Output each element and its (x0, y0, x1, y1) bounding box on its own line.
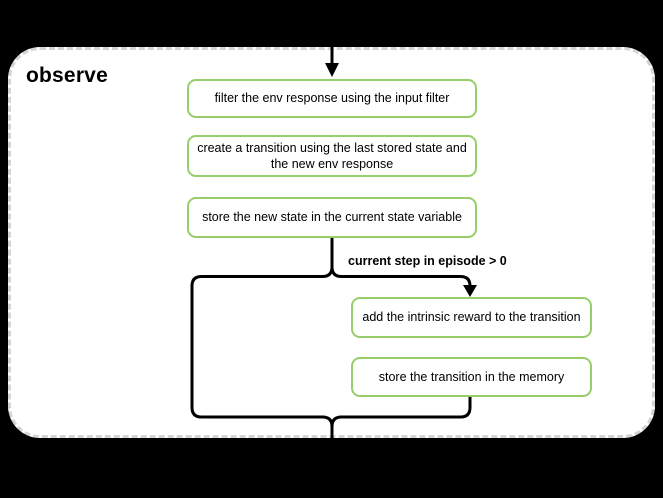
node-label: add the intrinsic reward to the transiti… (362, 310, 581, 325)
group-title: observe (26, 64, 108, 87)
node-label: store the transition in the memory (378, 369, 565, 384)
branch-condition-label: current step in episode > 0 (348, 254, 507, 268)
node-store-new-state: store the new state in the current state… (187, 197, 477, 238)
node-filter-env-response: filter the env response using the input … (187, 79, 477, 118)
node-add-intrinsic-reward: add the intrinsic reward to the transiti… (351, 297, 592, 338)
node-label: filter the env response using the input … (214, 91, 450, 106)
node-label: store the new state in the current state… (202, 210, 462, 225)
node-label: create a transition using the last store… (197, 140, 467, 171)
node-store-transition-memory: store the transition in the memory (351, 357, 592, 397)
node-create-transition: create a transition using the last store… (187, 135, 477, 177)
